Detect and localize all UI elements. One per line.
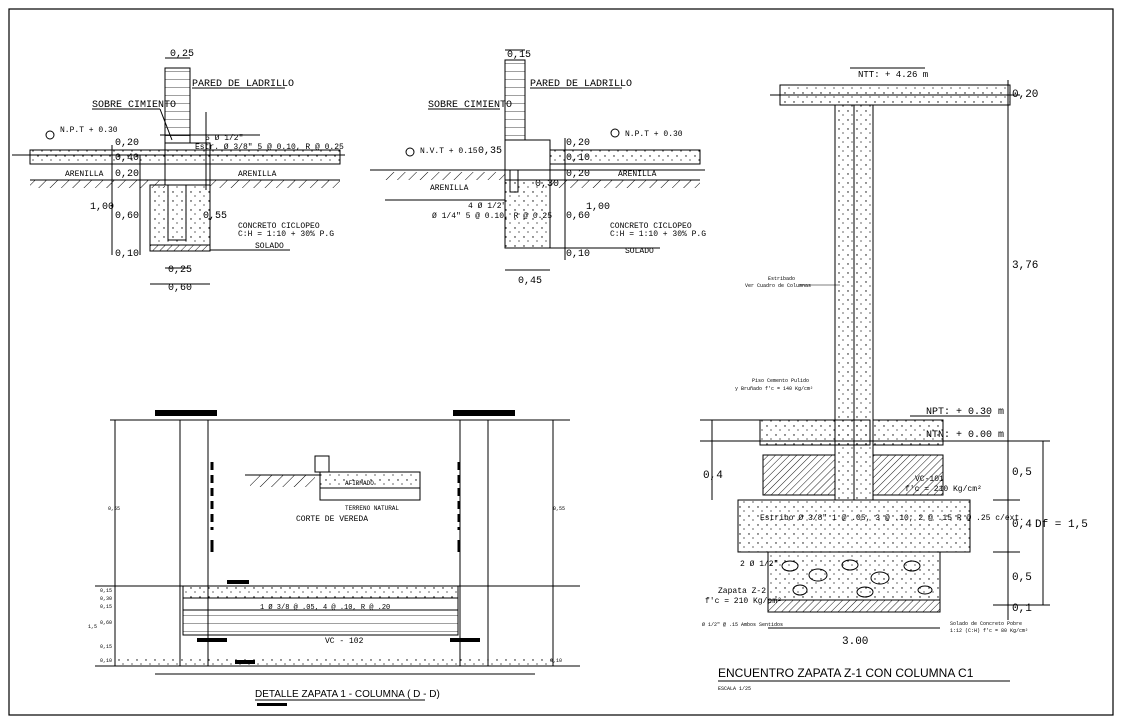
c1-base: 3.00 (842, 636, 868, 648)
c1-title: ENCUENTRO ZAPATA Z-1 CON COLUMNA C1 (718, 666, 974, 680)
a-dim-h1: 0,20 (115, 138, 139, 149)
a-dim-base: 0,60 (168, 283, 192, 294)
c1-estribado: Estribado (768, 276, 795, 282)
z1-dim-label: 1,5 (88, 624, 97, 630)
z1-dim-label: 0,10 (100, 658, 112, 664)
b-dim-he: 0,20 (566, 169, 590, 180)
a-dim-footing: 0,60 (115, 211, 139, 222)
c1-dim-d: 0,1 (1012, 603, 1032, 615)
a-dim-col: 0,25 (168, 265, 192, 276)
section-b: 0,15 PARED DE LADRILLO SOBRE CIMIENTO N.… (370, 49, 706, 287)
c1-fc-zap: f'c = 210 Kg/cm² (705, 597, 782, 606)
a-label-mix: C:H = 1:10 + 30% P.G (238, 230, 334, 239)
c1-ver-cuadro: Ver Cuadro de Columnas (745, 283, 811, 289)
c1-ntt: NTT: + 4.26 m (858, 70, 928, 80)
z1-dim-label: 0,55 (108, 506, 120, 512)
footing-b (504, 179, 551, 249)
a-label-estr: Estr. Ø 3/8" 5 @ 0.10, R @ 0.25 (195, 143, 344, 152)
z1-dim-label: 0,15 (100, 588, 112, 594)
b-dim-footing: 0,60 (566, 211, 590, 222)
b-dim-base: 0,45 (518, 276, 542, 287)
b-label-npt: N.P.T + 0.30 (625, 130, 683, 139)
a-dim-h3: 0,20 (115, 169, 139, 180)
c1-dim-c: 0,5 (1012, 572, 1032, 584)
a-label-rebar: 6 Ø 1/2" (205, 134, 243, 143)
a-label-npt: N.P.T + 0.30 (60, 126, 118, 135)
b-dim-hd: 0,10 (566, 153, 590, 164)
c1-fc-vc: f'c = 210 Kg/cm² (905, 485, 982, 494)
z1-label-afirmado: AFIRMADO (345, 480, 374, 487)
a-label-arenilla-r: ARENILLA (238, 170, 277, 179)
a-dim-solado: 0,10 (115, 249, 139, 260)
footing-a (149, 184, 211, 246)
c1-df: Df = 1,5 (1035, 519, 1088, 531)
z1-dim-label: 0,30 (100, 596, 112, 602)
c1-dim-col: 3,76 (1012, 260, 1038, 272)
c1-estribo: Estribo Ø 3/8" 1 @ .05, 3 @ .10, 2 @ .15… (760, 514, 1024, 523)
z1-dim-label: 0,55 (553, 506, 565, 512)
z1-label-rebar: 1 Ø 3/8 @ .05, 4 @ .10, R @ .20 (260, 603, 390, 612)
z1-title: DETALLE ZAPATA 1 - COLUMNA ( D - D) (255, 689, 440, 700)
c1-amarre: Ø 1/2" @ .15 Ambos Sentidos (702, 621, 783, 628)
beam-vc101 (737, 499, 971, 553)
z1-dim-label: 0,10 (550, 658, 562, 664)
b-label-rebar: 4 Ø 1/2" (468, 202, 506, 211)
a-dim-total: 1,00 (90, 202, 114, 213)
c1-bruñado: y Bruñado f'c = 140 Kg/cm² (735, 386, 813, 392)
sheet-border (8, 8, 1114, 716)
z1-label-vc: VC - 102 (325, 637, 364, 646)
b-label-wall: PARED DE LADRILLO (530, 79, 632, 90)
b-dim-hc: 0,20 (566, 138, 590, 149)
a-label-wall: PARED DE LADRILLO (192, 79, 294, 90)
z1-dim-label: 0,15 (100, 604, 112, 610)
c1-dim-b: 0,4 (1012, 519, 1032, 531)
z1-label-terreno: TERRENO NATURAL (345, 505, 399, 512)
c1-ntn: NTN: + 0.00 m (926, 430, 1004, 441)
b-dim-hb: 0,30 (535, 179, 559, 190)
zapata-z2 (767, 551, 941, 601)
b-label-solado: SOLADO (625, 247, 654, 256)
c1-two-rebar: 2 Ø 1/2" (740, 560, 778, 569)
z1-label-corte: CORTE DE VEREDA (296, 515, 368, 524)
c1-piso: Piso Cemento Pulido (752, 378, 809, 384)
b-label-mix: C:H = 1:10 + 30% P.G (610, 230, 706, 239)
c1-dim-left: 0,4 (703, 470, 723, 482)
b-dim-solado: 0,10 (566, 249, 590, 260)
c1-dim-top: 0,20 (1012, 89, 1038, 101)
c1-solado-mix: 1:12 (C:H) f'c = 80 Kg/cm² (950, 628, 1028, 634)
b-label-nvt: N.V.T + 0.15 (420, 147, 478, 156)
c1-dim-a: 0,5 (1012, 467, 1032, 479)
b-label-arenilla-r: ARENILLA (618, 170, 657, 179)
b-dim-total: 1,00 (586, 202, 610, 213)
a-label-sobre: SOBRE CIMIENTO (92, 100, 176, 111)
detail-zapata-1: AFIRMADO TERRENO NATURAL CORTE DE VEREDA… (95, 410, 580, 706)
c1-solado: Solado de Concreto Pobre (950, 621, 1022, 627)
a-label-arenilla-l: ARENILLA (65, 170, 104, 179)
c1-npt: NPT: + 0.30 m (926, 407, 1004, 418)
b-label-estr: Ø 1/4" 5 @ 0.10, R @ 0.25 (432, 212, 552, 221)
c1-zapata: Zapata Z-2 (718, 587, 766, 596)
b-dim-wall: 0,15 (507, 50, 531, 61)
section-a: 0,25 PARED DE LADRILLO SOBRE CIMIENTO N.… (12, 49, 345, 294)
c1-escala: ESCALA 1/25 (718, 686, 751, 692)
a-label-concreto: CONCRETO CICLOPEO (238, 222, 320, 231)
detail-encuentro-c1: NTT: + 4.26 m 0,20 3,76 Estribado Ver Cu… (700, 67, 1088, 692)
a-dim-wall: 0,25 (170, 49, 194, 60)
brick-wall-a (164, 67, 191, 144)
b-label-concreto: CONCRETO CICLOPEO (610, 222, 692, 231)
a-dim-depth: 0,55 (203, 211, 227, 222)
a-dim-h2: 0,40 (115, 153, 139, 164)
b-label-sobre: SOBRE CIMIENTO (428, 100, 512, 111)
b-label-arenilla-l: ARENILLA (430, 184, 469, 193)
b-dim-ha: 0,35 (478, 146, 502, 157)
c1-vc: VC-101 (915, 475, 944, 484)
z1-dim-label: 0,15 (100, 644, 112, 650)
a-label-solado: SOLADO (255, 242, 284, 251)
z1-dim-label: 0,60 (100, 620, 112, 626)
